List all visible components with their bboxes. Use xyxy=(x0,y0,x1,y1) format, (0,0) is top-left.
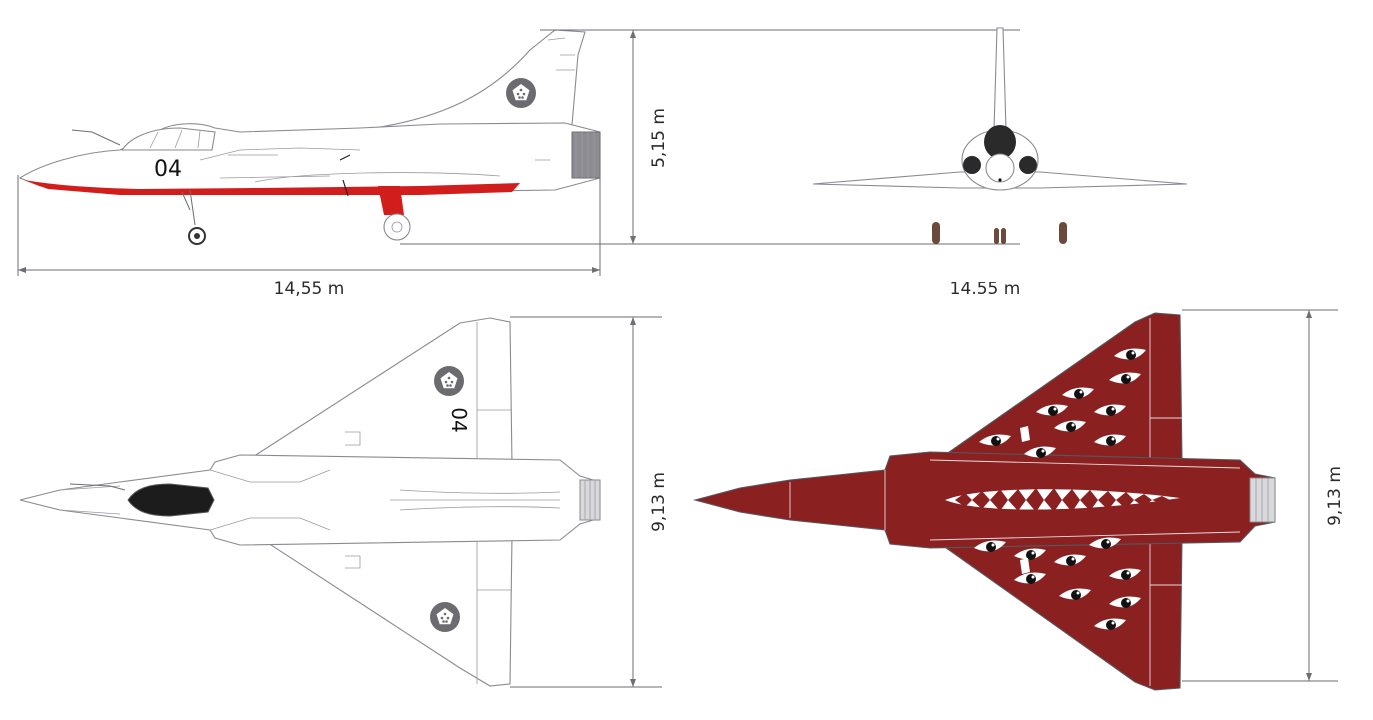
top-view: 04 xyxy=(19,317,601,687)
front-intake-right xyxy=(1019,156,1037,174)
top-canopy xyxy=(127,483,215,517)
front-tail-fin xyxy=(993,27,1007,131)
front-gear-nose-b xyxy=(1001,228,1006,244)
front-intake-left xyxy=(963,156,981,174)
side-height-label: 5,15 m xyxy=(649,108,669,168)
bottom-view xyxy=(692,312,1276,691)
side-fuselage xyxy=(18,122,601,193)
top-span-label: 9,13 m xyxy=(649,472,669,532)
side-main-wheel xyxy=(383,213,411,241)
side-main-gear-door xyxy=(378,186,404,215)
side-dimension-lines xyxy=(17,29,1020,276)
bottom-span-label: 9,13 m xyxy=(1325,466,1345,526)
bottom-wing-lower xyxy=(933,525,1223,691)
front-length-label: 14,55 m xyxy=(950,279,1021,299)
top-aircraft-number: 04 xyxy=(447,407,471,432)
side-aircraft-number: 04 xyxy=(154,157,182,182)
top-refuel-probe xyxy=(69,483,126,491)
front-view xyxy=(812,27,1188,244)
bottom-dimension-lines xyxy=(1182,309,1338,682)
top-wing-lower xyxy=(243,525,549,687)
front-canopy xyxy=(984,125,1016,159)
top-wing-upper xyxy=(243,317,549,475)
front-gear-left xyxy=(932,222,940,244)
side-refuel-probe xyxy=(71,129,121,146)
side-view: 04 xyxy=(18,29,601,245)
side-roundel xyxy=(506,78,536,108)
top-dimension-lines xyxy=(510,316,662,688)
top-roundel-lower xyxy=(430,602,460,632)
side-length-label: 14,55 m xyxy=(274,279,345,299)
side-exhaust-nozzle xyxy=(571,131,601,179)
front-gear-right xyxy=(1059,222,1067,244)
front-gear-nose-a xyxy=(994,228,999,244)
side-tail-fin xyxy=(359,29,586,131)
top-roundel-upper xyxy=(434,366,464,396)
side-canopy xyxy=(120,127,216,151)
front-length-label-clip: 14,55 m xyxy=(950,279,1021,299)
